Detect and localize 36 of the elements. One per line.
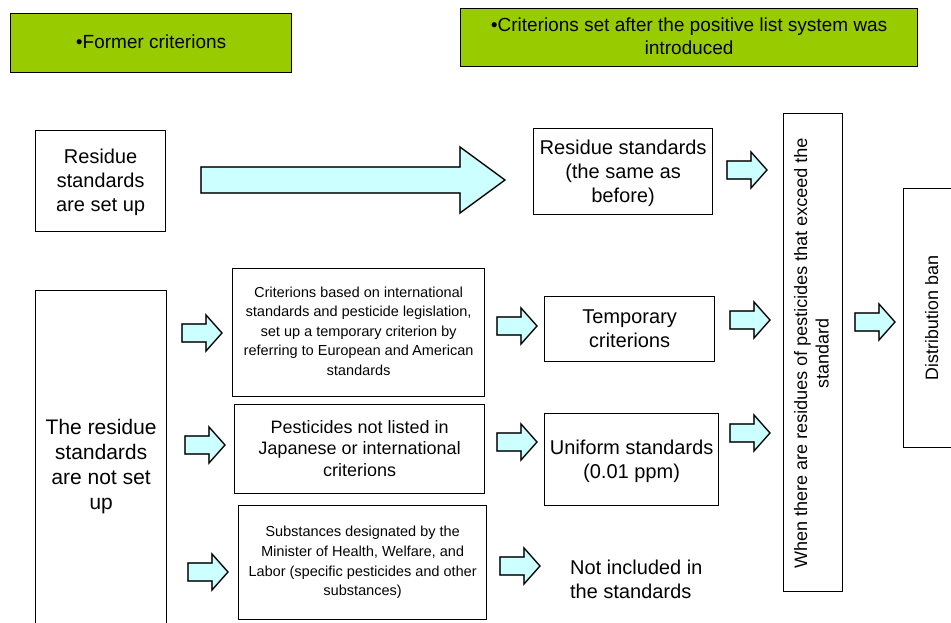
outcome-box — [903, 188, 951, 448]
node-text: Criterions based on international standards and pesticide legislation, set up a temporary criterion by referring to European and American standards — [242, 284, 474, 381]
block-arrow — [726, 150, 768, 190]
block-arrow — [200, 146, 506, 214]
process-box — [234, 404, 485, 494]
block-arrow — [854, 302, 896, 342]
block-arrow — [187, 552, 229, 592]
section-heading — [460, 8, 918, 67]
block-arrow — [496, 422, 538, 462]
condition-box — [783, 113, 843, 592]
process-box — [35, 290, 167, 623]
node-text: •Former criterions — [76, 32, 226, 54]
process-box — [544, 296, 715, 362]
node-text: Temporary criterions — [581, 305, 678, 353]
process-box — [533, 128, 713, 215]
process-box — [238, 505, 487, 620]
process-box — [232, 268, 485, 397]
block-arrow — [496, 306, 538, 346]
node-text: When there are residues of pesticides that exceed the standard — [791, 136, 834, 570]
block-arrow — [184, 425, 226, 465]
node-text: Substances designated by the Minister of Health, Welfare, and Labor (specific pesticides and other substances) — [247, 523, 478, 602]
node-text: Distribution ban — [922, 255, 944, 381]
outcome-text: Not included in the standards — [570, 556, 704, 604]
block-arrow — [181, 313, 223, 353]
block-arrow — [729, 413, 771, 453]
node-text: Residue standards (the same as before) — [538, 136, 708, 208]
node-text: Uniform standards (0.01 ppm) — [549, 436, 714, 484]
section-heading — [10, 13, 292, 73]
process-box — [35, 130, 166, 232]
node-text: Residue standards are set up — [55, 145, 146, 217]
block-arrow — [729, 300, 771, 340]
block-arrow — [499, 546, 541, 586]
node-text: Pesticides not listed in Japanese or international criterions — [257, 416, 462, 482]
process-box — [544, 413, 719, 506]
node-text: •Criterions set after the positive list system was introduced — [490, 14, 888, 60]
node-text: The residue standards are not set up — [44, 414, 158, 516]
